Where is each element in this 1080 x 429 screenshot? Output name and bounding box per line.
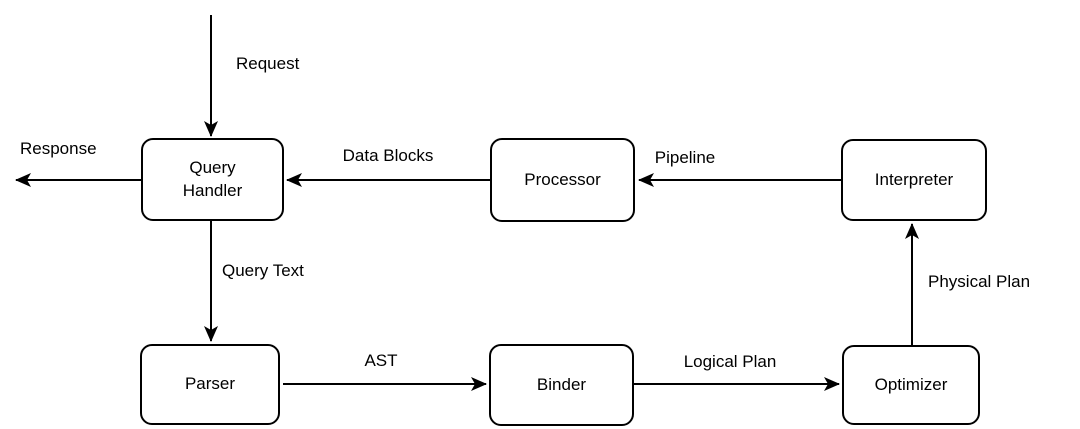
edge-label-physical-plan: Physical Plan: [928, 272, 1031, 291]
node-processor: Processor: [490, 138, 635, 222]
node-query-handler: Query Handler: [141, 138, 284, 221]
node-parser: Parser: [140, 344, 280, 425]
edge-label-data-blocks: Data Blocks: [342, 146, 434, 165]
node-optimizer: Optimizer: [842, 345, 980, 425]
node-binder-label: Binder: [536, 374, 587, 394]
node-interpreter: Interpreter: [841, 139, 987, 221]
node-query-handler-label: Query Handler: [182, 158, 243, 200]
edge-label-response: Response: [20, 139, 97, 158]
node-optimizer-label: Optimizer: [874, 374, 948, 394]
edge-label-request: Request: [236, 54, 300, 73]
node-parser-label: Parser: [184, 374, 236, 394]
node-interpreter-label: Interpreter: [874, 169, 954, 189]
edge-label-query-text: Query Text: [222, 261, 304, 280]
edge-label-pipeline: Pipeline: [654, 148, 716, 167]
node-processor-label: Processor: [524, 169, 601, 189]
edge-label-logical-plan: Logical Plan: [683, 352, 777, 371]
node-binder: Binder: [489, 344, 634, 426]
edge-label-ast: AST: [364, 351, 398, 370]
